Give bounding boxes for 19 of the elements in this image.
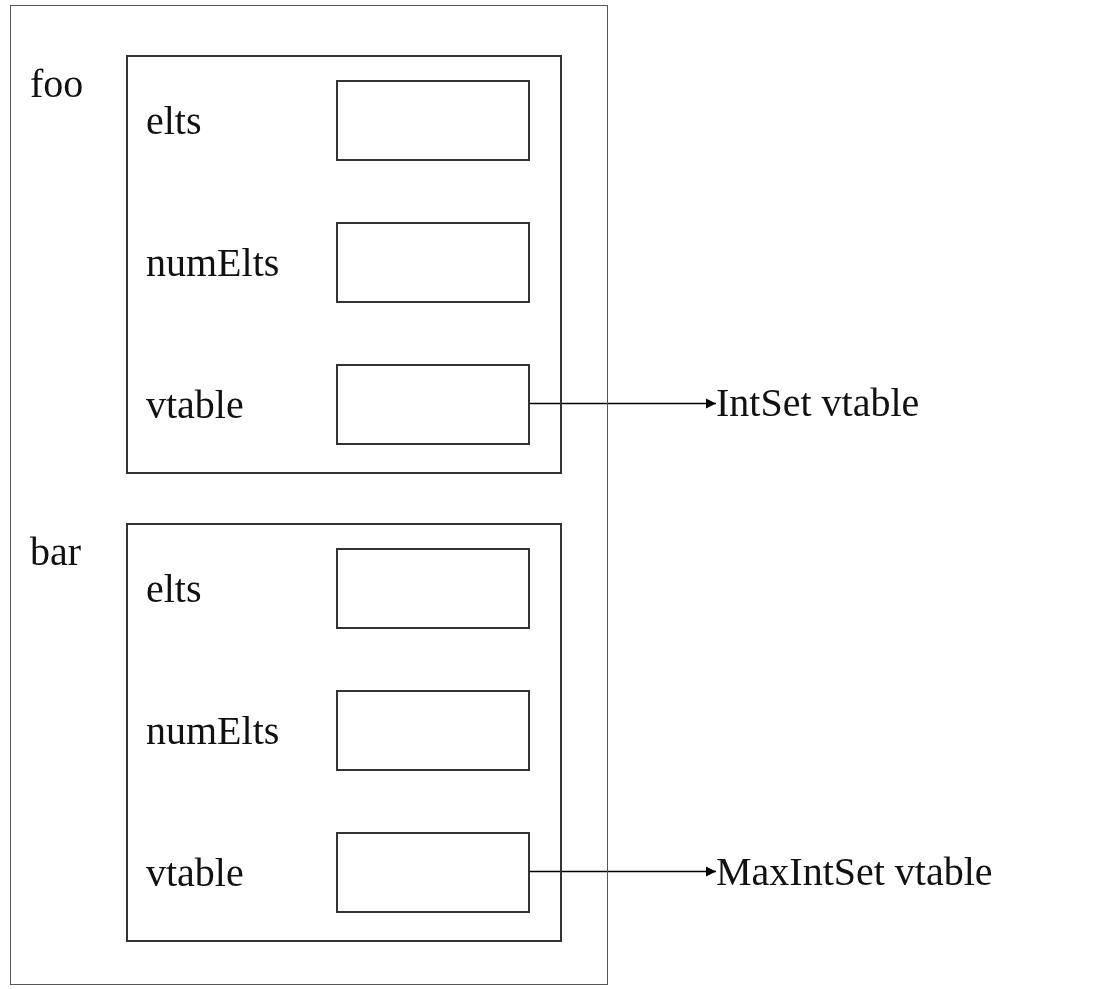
field-label: numElts (146, 238, 280, 287)
field-label: vtable (146, 848, 244, 897)
field-box (336, 832, 530, 913)
field-box (336, 548, 530, 629)
field-label: elts (146, 96, 202, 145)
target-label: MaxIntSet vtable (716, 848, 994, 896)
struct-name: bar (30, 528, 82, 576)
pointer-arrow (528, 866, 717, 877)
object-frame (10, 5, 608, 985)
field-label: vtable (146, 380, 244, 429)
field-box (336, 80, 530, 161)
field-box (336, 222, 530, 303)
field-label: elts (146, 564, 202, 613)
field-label: numElts (146, 706, 280, 755)
field-box (336, 364, 530, 445)
field-box (336, 690, 530, 771)
struct-name: foo (30, 60, 84, 108)
pointer-arrow (528, 398, 717, 409)
target-label: IntSet vtable (716, 379, 921, 427)
